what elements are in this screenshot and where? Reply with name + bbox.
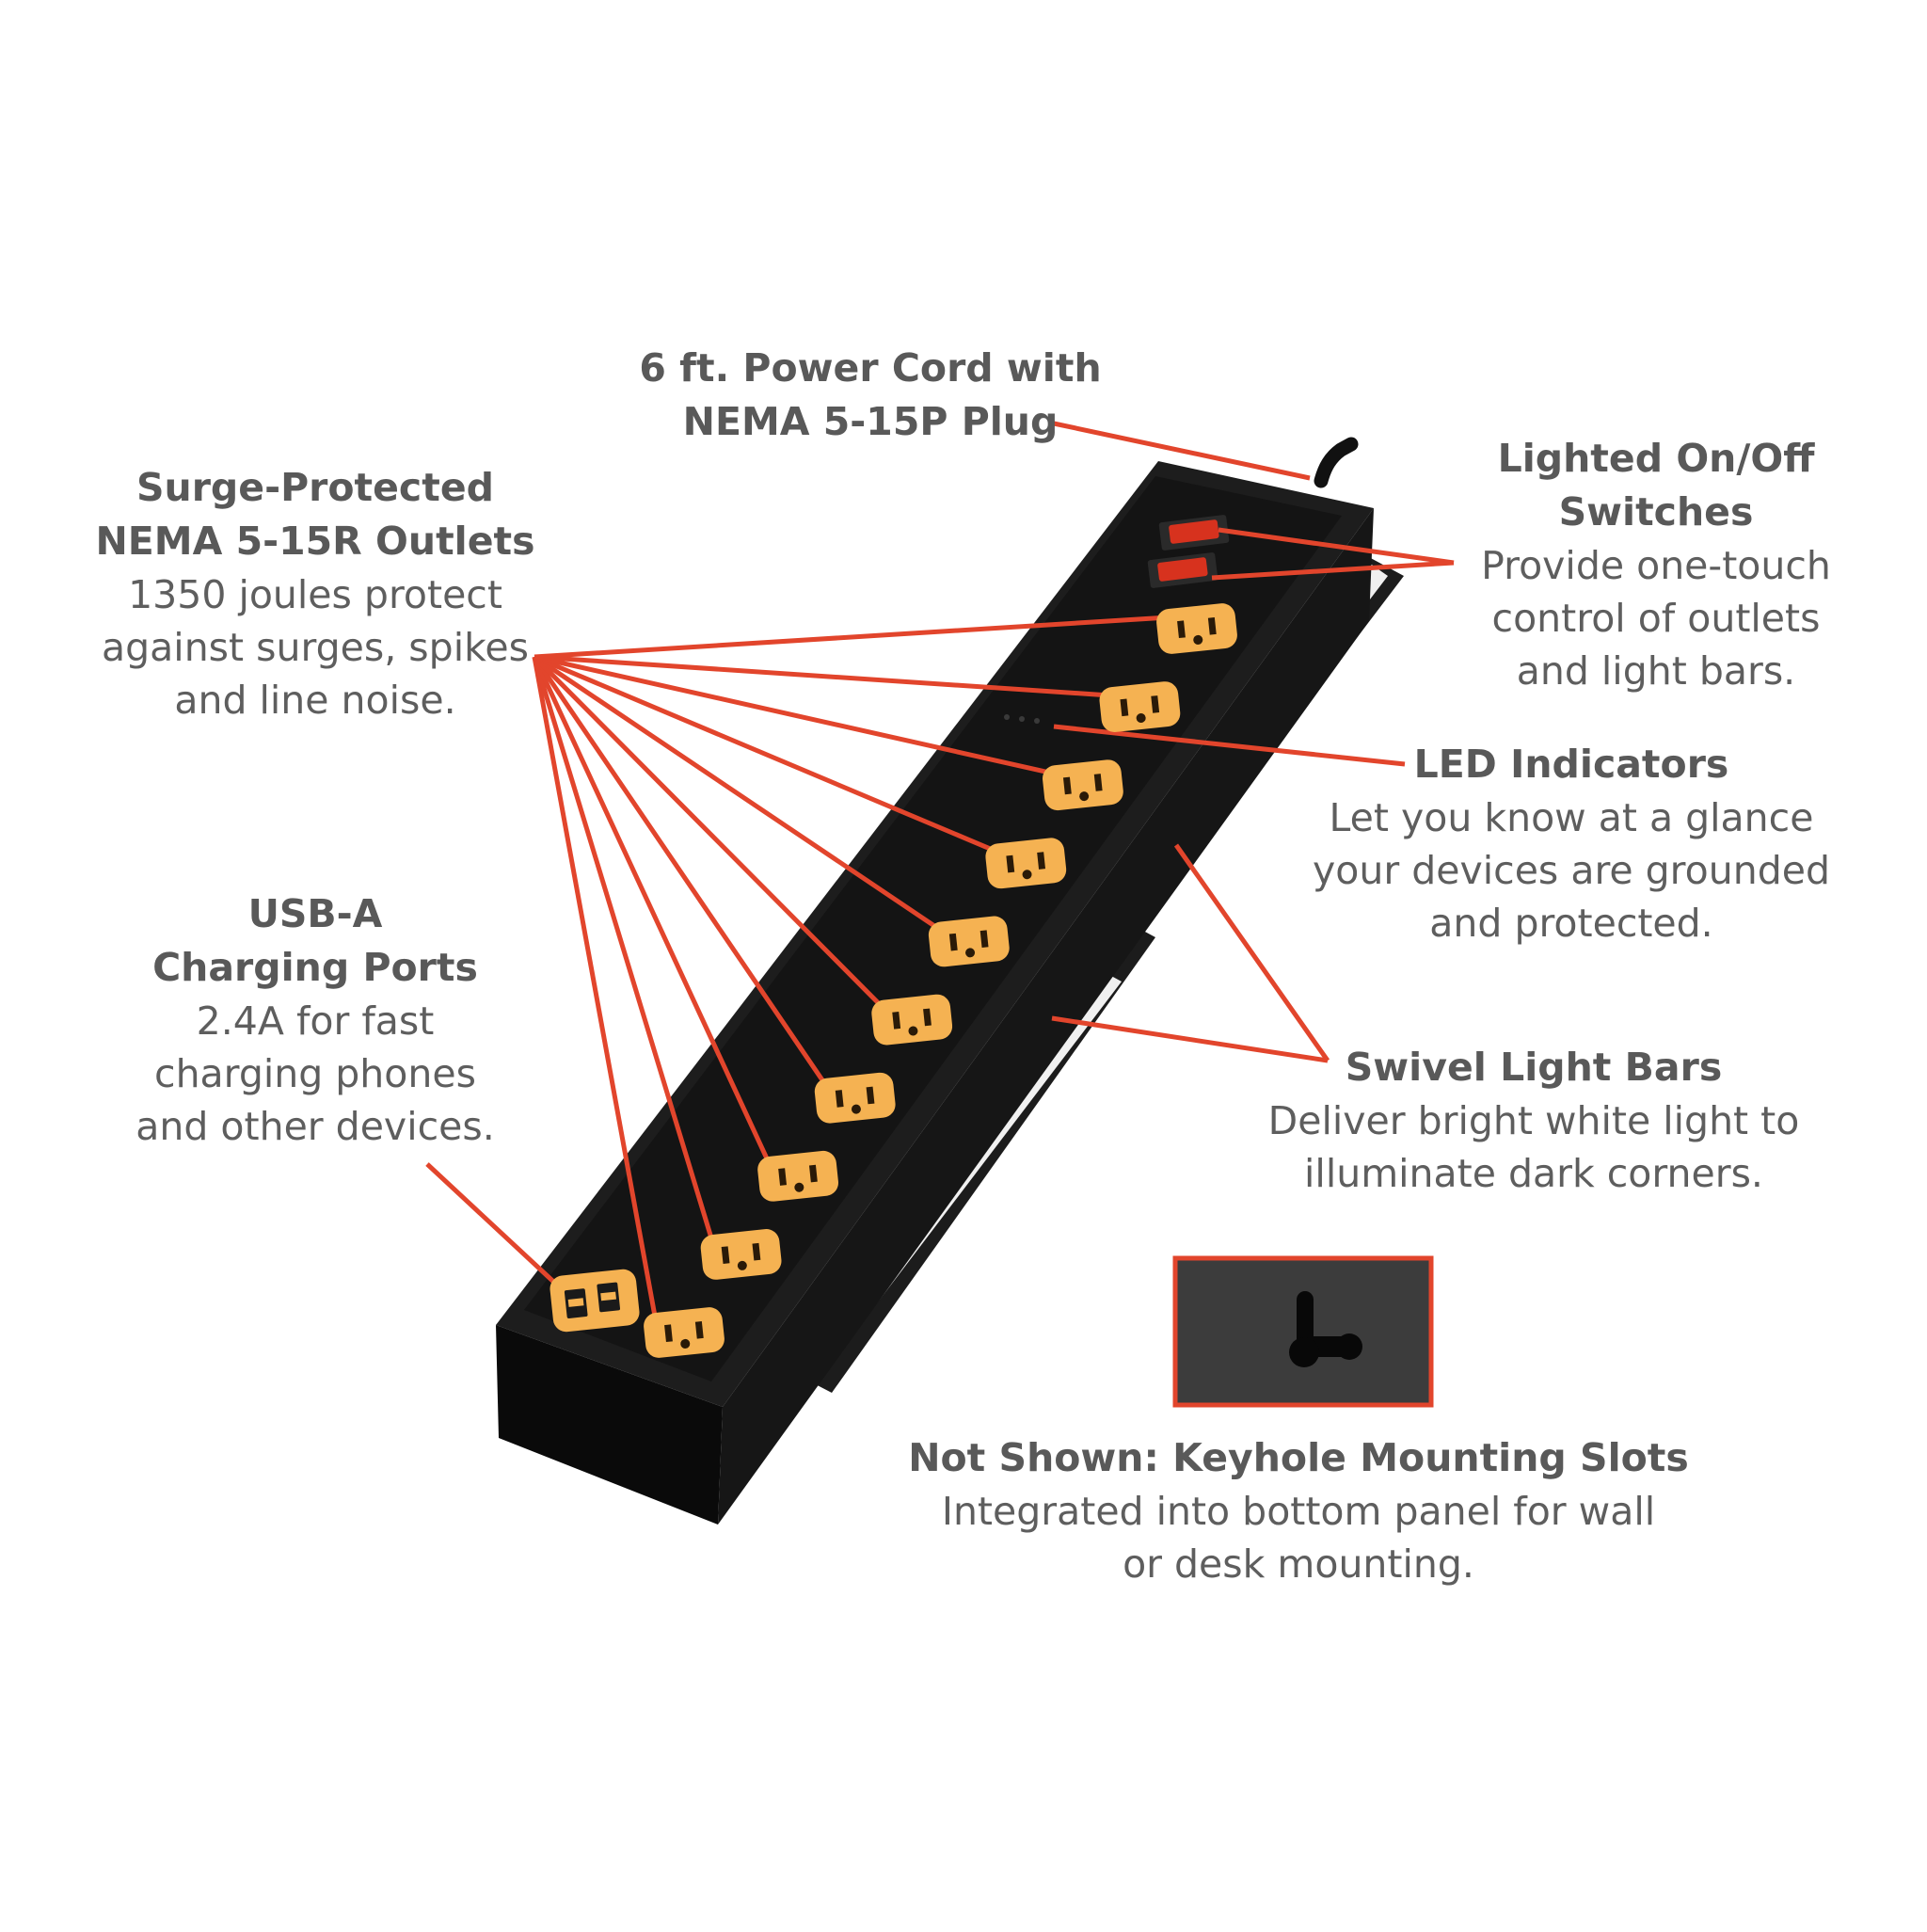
callout-line-led bbox=[1053, 724, 1406, 767]
outlet-2[interactable] bbox=[699, 1228, 783, 1282]
led-body-1: Let you know at a glance bbox=[1329, 795, 1814, 840]
callout-led: LED Indicators Let you know at a glance … bbox=[1298, 738, 1844, 950]
outlets-heading-1: Surge-Protected bbox=[135, 465, 494, 510]
usb-heading-2: Charging Ports bbox=[152, 945, 478, 990]
switches-body-1: Provide one-touch bbox=[1481, 543, 1831, 588]
usb-body-3: and other devices. bbox=[135, 1104, 495, 1149]
led-body-2: your devices are grounded bbox=[1313, 848, 1830, 893]
outlet-callout-lines bbox=[532, 615, 1170, 1322]
light-bars-body-1: Deliver bright white light to bbox=[1267, 1098, 1800, 1143]
switches-heading-2: Switches bbox=[1558, 489, 1754, 535]
outlet-8[interactable] bbox=[1042, 758, 1125, 812]
callout-line-outlet-2 bbox=[532, 656, 715, 1244]
outlets-body-3: and line noise. bbox=[174, 678, 456, 723]
led-indicators bbox=[1004, 714, 1040, 724]
lighted-switch-2[interactable] bbox=[1147, 552, 1218, 589]
callout-line-outlet-8 bbox=[534, 654, 1056, 776]
callout-line-lightbar-2 bbox=[1051, 1015, 1329, 1063]
power-cord-heading-1: 6 ft. Power Cord with bbox=[639, 345, 1102, 391]
keyhole-body-1: Integrated into bottom panel for wall bbox=[941, 1489, 1656, 1534]
callout-outlets: Surge-Protected NEMA 5-15R Outlets 1350 … bbox=[94, 461, 536, 726]
callout-line-switch-2 bbox=[1211, 560, 1455, 581]
callout-usb: USB-A Charging Ports 2.4A for fast charg… bbox=[122, 887, 508, 1153]
outlet-7[interactable] bbox=[984, 837, 1068, 890]
outlet-6[interactable] bbox=[928, 915, 1011, 968]
callout-line-outlet-10 bbox=[534, 615, 1170, 660]
callout-lines bbox=[425, 421, 1455, 1304]
usb-port-housing[interactable] bbox=[549, 1268, 641, 1333]
callout-line-outlet-9 bbox=[534, 654, 1112, 698]
callout-line-switch-1 bbox=[1218, 527, 1455, 566]
outlets-body-2: against surges, spikes bbox=[102, 625, 529, 670]
lighted-switch-1[interactable] bbox=[1158, 515, 1230, 551]
callout-light-bars: Swivel Light Bars Deliver bright white l… bbox=[1233, 1041, 1835, 1200]
outlet-5[interactable] bbox=[870, 993, 954, 1046]
callout-line-outlet-1 bbox=[532, 656, 659, 1322]
keyhole-heading: Not Shown: Keyhole Mounting Slots bbox=[908, 1435, 1689, 1480]
callout-line-outlet-5 bbox=[533, 655, 885, 1011]
outlet-9[interactable] bbox=[1098, 680, 1182, 734]
callout-power-cord: 6 ft. Power Cord with NEMA 5-15P Plug bbox=[621, 342, 1120, 449]
switches-heading-1: Lighted On/Off bbox=[1497, 436, 1815, 481]
usb-body-2: charging phones bbox=[154, 1051, 476, 1096]
light-bars-heading: Swivel Light Bars bbox=[1345, 1045, 1723, 1090]
outlets-body-1: 1350 joules protect bbox=[128, 572, 502, 617]
callout-line-outlet-6 bbox=[533, 654, 943, 933]
power-cord-heading-2: NEMA 5-15P Plug bbox=[682, 399, 1059, 444]
callout-line-outlet-7 bbox=[534, 654, 999, 854]
led-heading: LED Indicators bbox=[1413, 742, 1729, 787]
usb-body-1: 2.4A for fast bbox=[196, 998, 435, 1044]
switches-body-2: control of outlets bbox=[1491, 596, 1821, 641]
keyhole-inset bbox=[1172, 1255, 1434, 1408]
callout-line-cord bbox=[1053, 421, 1311, 481]
callout-switches: Lighted On/Off Switches Provide one-touc… bbox=[1449, 432, 1863, 697]
led-body-3: and protected. bbox=[1429, 901, 1713, 946]
power-cord bbox=[1314, 437, 1359, 488]
callout-keyhole: Not Shown: Keyhole Mounting Slots Integr… bbox=[903, 1431, 1694, 1590]
keyhole-slot-icon bbox=[1289, 1291, 1362, 1367]
callout-line-outlet-4 bbox=[532, 655, 829, 1089]
outlets-heading-2: NEMA 5-15R Outlets bbox=[95, 519, 535, 564]
outlet-4[interactable] bbox=[813, 1071, 897, 1125]
outlet-3[interactable] bbox=[756, 1150, 840, 1204]
callout-line-lightbar-1 bbox=[1173, 843, 1330, 1062]
callout-line-outlet-3 bbox=[532, 655, 772, 1166]
switches-body-3: and light bars. bbox=[1516, 648, 1796, 694]
outlet-1[interactable] bbox=[643, 1306, 726, 1360]
outlet-10[interactable] bbox=[1155, 602, 1239, 656]
outlets-group bbox=[643, 602, 1239, 1360]
keyhole-body-2: or desk mounting. bbox=[1123, 1541, 1474, 1587]
usb-heading-1: USB-A bbox=[247, 891, 383, 936]
callout-line-usb bbox=[425, 1162, 578, 1304]
light-bars-body-2: illuminate dark corners. bbox=[1304, 1151, 1763, 1196]
